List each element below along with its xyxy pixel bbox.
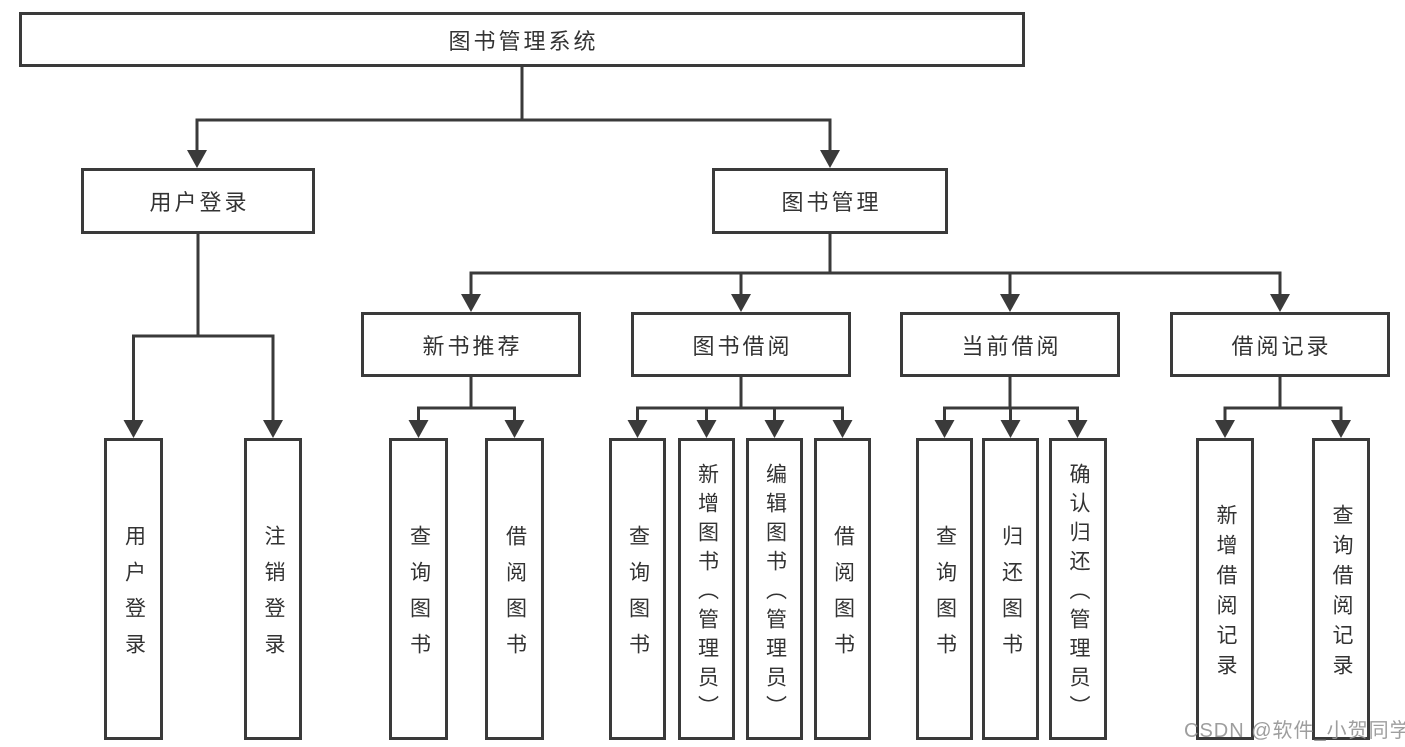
node-label: 借阅图书 bbox=[831, 524, 855, 669]
node-label: 归还图书 bbox=[999, 524, 1023, 669]
node-label: 图书管理 bbox=[781, 190, 882, 215]
leaf-user-login: 用户登录 bbox=[104, 438, 163, 740]
node-user-login: 用户登录 bbox=[81, 168, 315, 234]
node-label: 用户登录 bbox=[122, 524, 146, 669]
leaf-query-books-recommend: 查询图书 bbox=[389, 438, 448, 740]
leaf-borrow-books-recommend: 借阅图书 bbox=[485, 438, 544, 740]
leaf-return-books: 归还图书 bbox=[982, 438, 1039, 740]
node-label: 借阅图书 bbox=[503, 524, 527, 669]
node-system-root: 图书管理系统 bbox=[19, 12, 1025, 67]
node-label: 新书推荐 bbox=[422, 333, 523, 359]
node-label: 查询借阅记录 bbox=[1330, 503, 1353, 684]
leaf-borrow-books: 借阅图书 bbox=[814, 438, 871, 740]
node-label: 借阅记录 bbox=[1231, 333, 1332, 359]
node-label: 查询图书 bbox=[933, 524, 957, 669]
node-label: 图书借阅 bbox=[692, 333, 793, 359]
node-label: 查询图书 bbox=[407, 524, 431, 669]
node-new-book-recommend: 新书推荐 bbox=[361, 312, 581, 377]
leaf-confirm-return-admin: 确认归还（管理员） bbox=[1049, 438, 1107, 740]
node-label: 当前借阅 bbox=[961, 333, 1062, 359]
node-label: 编辑图书（管理员） bbox=[763, 462, 787, 724]
node-label: 确认归还（管理员） bbox=[1067, 462, 1090, 724]
node-label: 注销登录 bbox=[262, 524, 285, 669]
node-current-borrowing: 当前借阅 bbox=[900, 312, 1120, 377]
node-label: 用户登录 bbox=[149, 190, 250, 215]
leaf-edit-book-admin: 编辑图书（管理员） bbox=[746, 438, 803, 740]
leaf-query-books-borrow: 查询图书 bbox=[609, 438, 666, 740]
leaf-query-books-current: 查询图书 bbox=[916, 438, 973, 740]
node-label: 新增借阅记录 bbox=[1214, 503, 1237, 684]
node-book-borrowing: 图书借阅 bbox=[631, 312, 851, 377]
leaf-add-borrow-record: 新增借阅记录 bbox=[1196, 438, 1254, 740]
node-label: 新增图书（管理员） bbox=[695, 462, 719, 724]
node-borrowing-records: 借阅记录 bbox=[1170, 312, 1390, 377]
leaf-logout: 注销登录 bbox=[244, 438, 302, 740]
node-book-management: 图书管理 bbox=[712, 168, 948, 234]
node-label: 查询图书 bbox=[626, 524, 650, 669]
node-label: 图书管理系统 bbox=[448, 28, 599, 54]
leaf-query-borrow-record: 查询借阅记录 bbox=[1312, 438, 1370, 740]
leaf-add-book-admin: 新增图书（管理员） bbox=[678, 438, 735, 740]
